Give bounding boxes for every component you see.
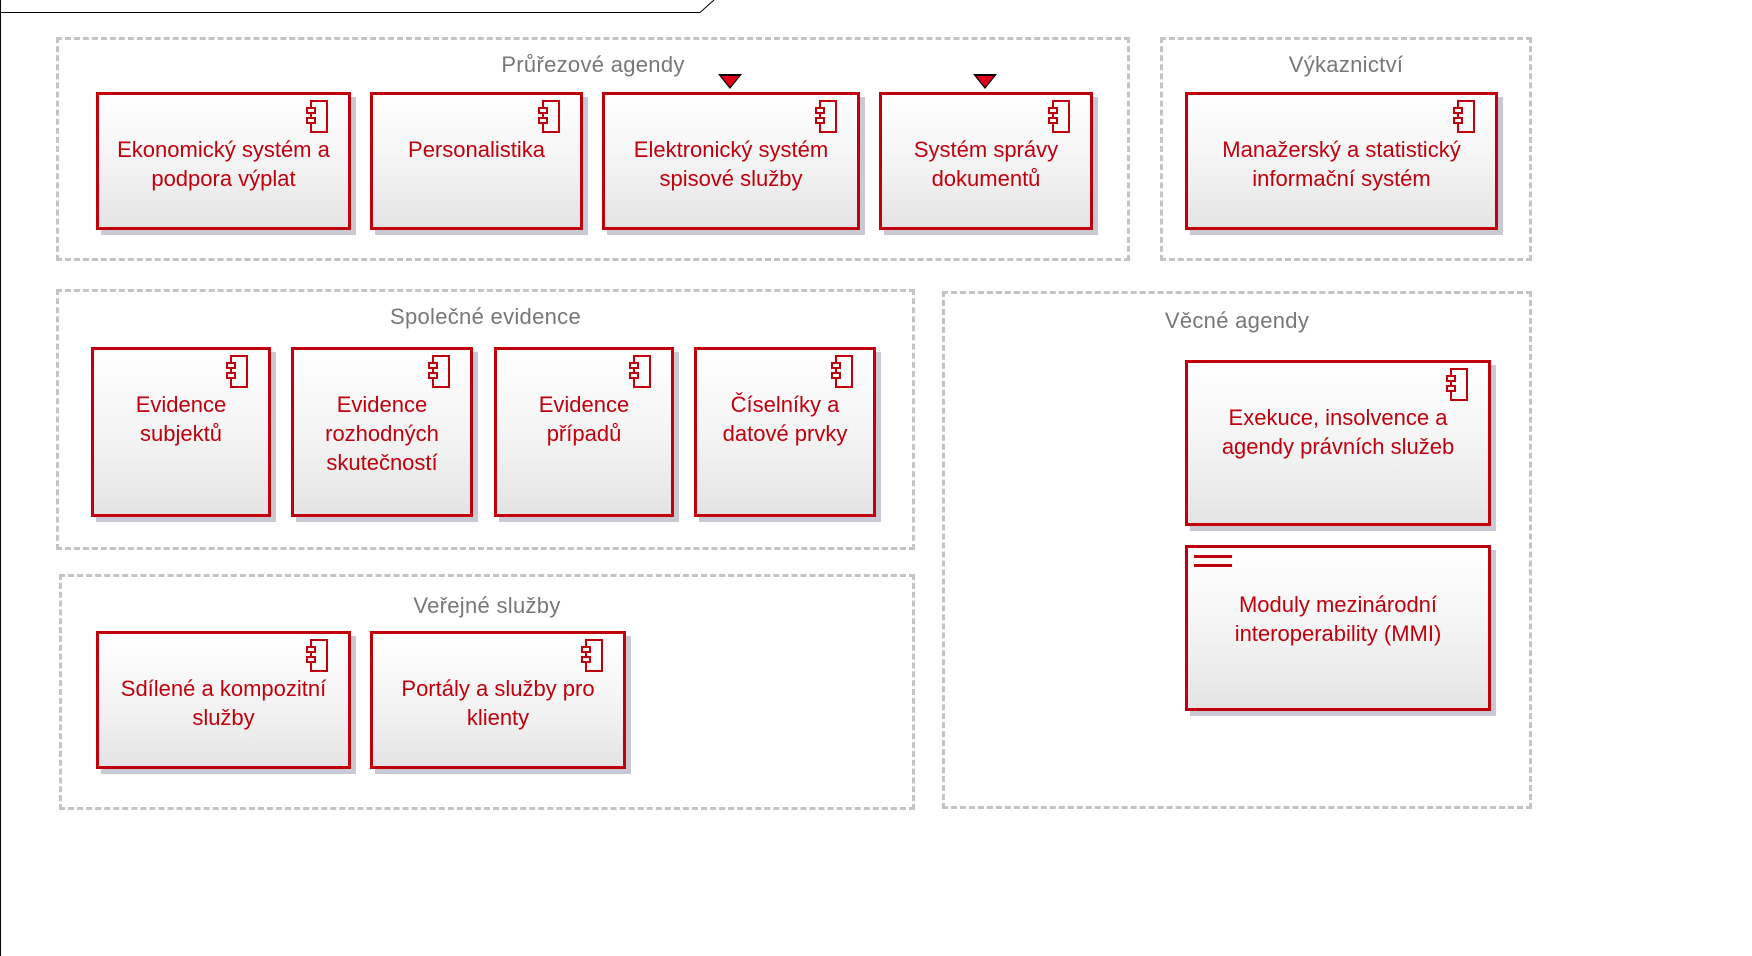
component-evidence-skutecnosti[interactable]: Evidence rozhodných skutečností bbox=[291, 347, 473, 517]
group-label: Průřezové agendy bbox=[501, 52, 685, 77]
component-label: Elektronický systém spisové služby bbox=[633, 137, 829, 191]
group-vecne-agendy: Věcné agendy bbox=[942, 291, 1532, 809]
component-spisova-sluzba[interactable]: Elektronický systém spisové služby bbox=[602, 92, 860, 230]
component-icon bbox=[831, 355, 853, 388]
component-label: Číselníky a datové prvky bbox=[722, 392, 848, 446]
component-label: Manažerský a statistický informační syst… bbox=[1222, 137, 1461, 191]
component-label: Evidence rozhodných skutečností bbox=[325, 392, 439, 475]
group-vykaznictvi: Výkaznictví bbox=[1160, 37, 1532, 261]
component-sdilene-sluzby[interactable]: Sdílené a kompozitní služby bbox=[96, 631, 351, 769]
frame-border bbox=[0, 0, 1, 956]
component-label: Personalistika bbox=[408, 137, 545, 162]
component-label: Moduly mezinárodní interoperability (MMI… bbox=[1234, 592, 1442, 646]
group-label: Výkaznictví bbox=[1288, 52, 1404, 77]
component-label: Exekuce, insolvence a agendy právních sl… bbox=[1221, 405, 1455, 459]
component-icon bbox=[306, 639, 328, 672]
component-portaly[interactable]: Portály a služby pro klienty bbox=[370, 631, 626, 769]
marker-triangle bbox=[973, 74, 997, 89]
component-personalistika[interactable]: Personalistika bbox=[370, 92, 583, 230]
component-label: Evidence případů bbox=[538, 392, 630, 446]
component-sprava-dokumentu[interactable]: Systém správy dokumentů bbox=[879, 92, 1093, 230]
marker-triangle bbox=[718, 74, 742, 89]
component-icon bbox=[538, 100, 560, 133]
component-evidence-subjektu[interactable]: Evidence subjektů bbox=[91, 347, 271, 517]
component-mmi[interactable]: Moduly mezinárodní interoperability (MMI… bbox=[1185, 545, 1491, 711]
component-icon bbox=[1446, 368, 1468, 401]
group-spolecne-evidence: Společné evidence bbox=[56, 289, 915, 550]
group-verejne-sluzby: Veřejné služby bbox=[59, 574, 915, 810]
frame-tab bbox=[0, 0, 715, 13]
component-icon bbox=[815, 100, 837, 133]
component-icon bbox=[1048, 100, 1070, 133]
component-label: Portály a služby pro klienty bbox=[401, 676, 595, 730]
group-label: Věcné agendy bbox=[1164, 308, 1310, 333]
component-label: Systém správy dokumentů bbox=[913, 137, 1059, 191]
component-icon bbox=[226, 355, 248, 388]
component-label: Ekonomický systém a podpora výplat bbox=[117, 137, 330, 191]
interface-icon bbox=[1194, 555, 1232, 567]
component-icon bbox=[629, 355, 651, 388]
group-prurezove-agendy: Průřezové agendy bbox=[56, 37, 1130, 261]
component-icon bbox=[1453, 100, 1475, 133]
group-label: Společné evidence bbox=[389, 304, 581, 329]
component-manazersky-system[interactable]: Manažerský a statistický informační syst… bbox=[1185, 92, 1498, 230]
component-ekonomicky-system[interactable]: Ekonomický systém a podpora výplat bbox=[96, 92, 351, 230]
component-evidence-pripadu[interactable]: Evidence případů bbox=[494, 347, 674, 517]
component-label: Evidence subjektů bbox=[135, 392, 227, 446]
component-label: Sdílené a kompozitní služby bbox=[120, 676, 327, 730]
component-exekuce-insolvence[interactable]: Exekuce, insolvence a agendy právních sl… bbox=[1185, 360, 1491, 526]
component-icon bbox=[306, 100, 328, 133]
group-label: Veřejné služby bbox=[413, 593, 561, 618]
component-icon bbox=[581, 639, 603, 672]
component-ciselniky[interactable]: Číselníky a datové prvky bbox=[694, 347, 876, 517]
component-icon bbox=[428, 355, 450, 388]
